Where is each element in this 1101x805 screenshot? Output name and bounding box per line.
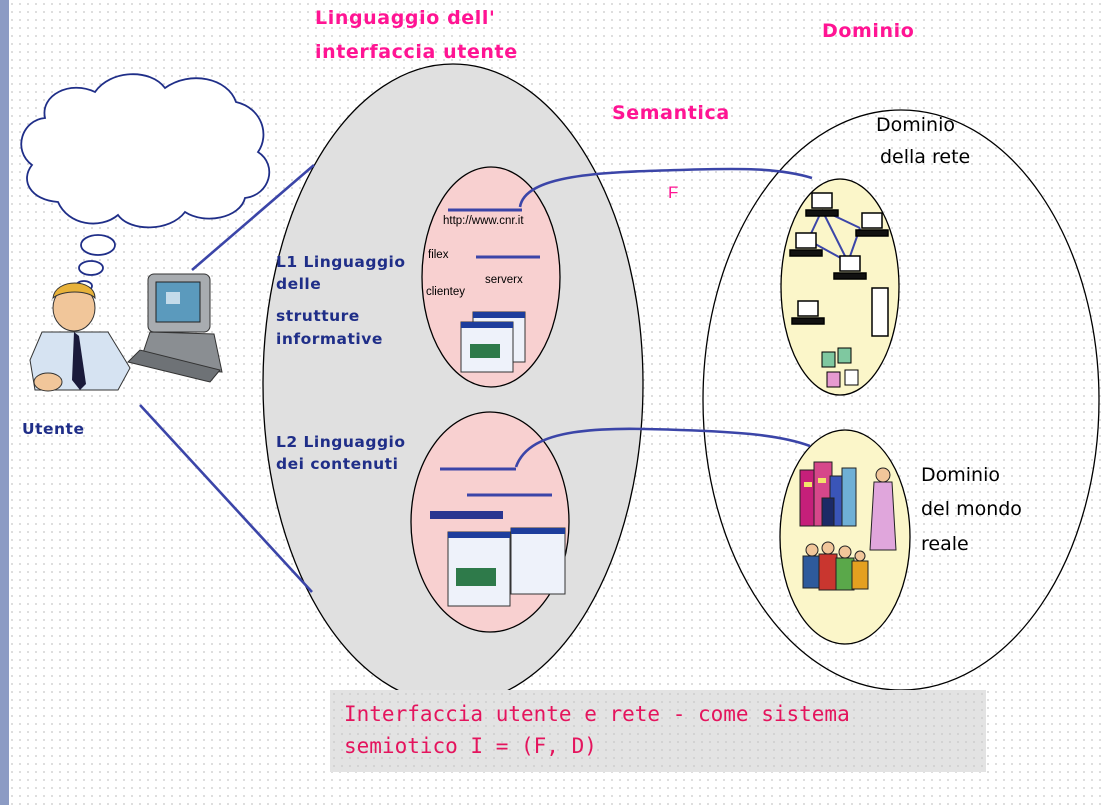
buildings-icon xyxy=(799,461,897,551)
caption-box: Interfaccia utente e rete - come sistema… xyxy=(330,690,986,772)
interface-language-title-line2: interfaccia utente xyxy=(315,41,518,63)
mapping-f-label: F xyxy=(668,183,679,202)
domain-ellipse xyxy=(702,109,1100,691)
l2-label-line2: dei contenuti xyxy=(276,455,399,473)
caption-line2: semiotico I = (F, D) xyxy=(344,734,597,758)
interface-language-title-line1: Linguaggio dell' xyxy=(315,7,496,29)
caption-line1: Interfaccia utente e rete - come sistema xyxy=(344,702,850,726)
l1-structure-lines xyxy=(448,208,540,259)
world-domain-label-line3: reale xyxy=(921,533,969,555)
world-domain-label-line2: del mondo xyxy=(921,498,1022,520)
mapping-curve-network xyxy=(518,167,813,208)
network-domain-label-line2: della rete xyxy=(880,146,971,168)
l1-label-line1: L1 Linguaggio xyxy=(276,253,406,271)
people-icon xyxy=(802,541,869,591)
mapping-curve-world xyxy=(514,427,811,468)
l2-content-lines xyxy=(430,467,552,519)
thought-cloud-icon xyxy=(20,73,270,292)
user-to-interface-line-top xyxy=(191,164,315,271)
user-at-computer-icon xyxy=(29,273,223,392)
network-domain-label-line1: Dominio xyxy=(876,114,955,136)
clientey-label: clientey xyxy=(426,286,465,298)
user-to-interface-line-bottom xyxy=(139,404,313,593)
left-edge-bar xyxy=(0,0,9,805)
serverx-label: serverx xyxy=(485,274,523,286)
user-label: Utente xyxy=(22,420,85,438)
window-screenshot-icon xyxy=(447,311,566,607)
url-label: http://www.cnr.it xyxy=(443,215,524,227)
l2-label-line1: L2 Linguaggio xyxy=(276,433,406,451)
domain-title: Dominio xyxy=(822,20,915,42)
semantics-title: Semantica xyxy=(612,102,730,124)
l1-label-line3: strutture xyxy=(276,307,360,325)
world-domain-label-line1: Dominio xyxy=(921,464,1000,486)
network-computers-icon xyxy=(789,192,889,388)
l1-label-line4: informative xyxy=(276,330,383,348)
filex-label: filex xyxy=(428,249,449,261)
l1-label-line2: delle xyxy=(276,275,322,293)
